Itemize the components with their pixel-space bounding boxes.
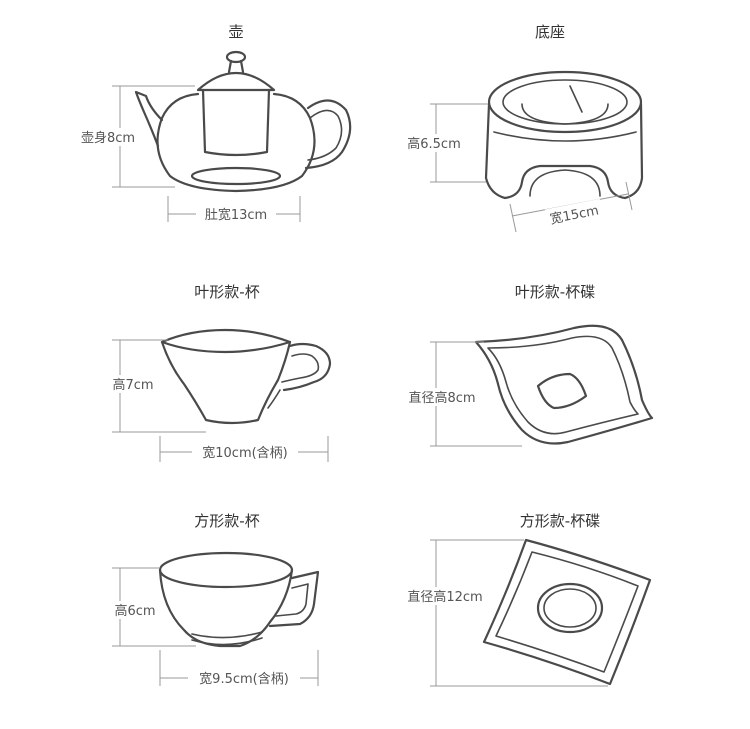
leaf-saucer-diameter-dimension: 直径高8cm xyxy=(398,341,522,447)
square-saucer-title: 方形款-杯碟 xyxy=(520,512,600,530)
leaf-saucer-diameter-label: 直径高8cm xyxy=(408,390,475,406)
square-cup-width-dimension: 宽9.5cm(含柄) xyxy=(159,650,319,687)
teapot-icon xyxy=(134,50,352,193)
teapot-height-dimension: 壶身8cm xyxy=(74,85,195,188)
square-cup-height-dimension: 高6cm xyxy=(108,567,196,647)
teapot-height-label: 壶身8cm xyxy=(81,130,135,146)
base-title: 底座 xyxy=(535,23,565,41)
square-saucer-panel: 方形款-杯碟 直径高12cm xyxy=(398,512,652,687)
leaf-cup-height-dimension: 高7cm xyxy=(106,339,206,433)
teapot-width-dimension: 肚宽13cm xyxy=(167,196,301,223)
warmer-base-icon xyxy=(484,70,644,200)
leaf-cup-height-label: 高7cm xyxy=(112,377,153,393)
square-cup-title: 方形款-杯 xyxy=(194,512,259,530)
leaf-cup-panel: 叶形款-杯 高7cm 宽10cm(含柄) xyxy=(106,283,332,462)
base-panel: 底座 高6.5cm 宽15cm xyxy=(398,23,644,233)
square-saucer-icon xyxy=(482,538,652,686)
base-height-label: 高6.5cm xyxy=(407,136,461,152)
teapot-title: 壶 xyxy=(228,23,243,41)
teapot-panel: 壶 壶身8cm xyxy=(74,23,352,223)
leaf-saucer-icon xyxy=(474,324,654,445)
square-cup-height-label: 高6cm xyxy=(114,603,155,619)
square-saucer-diameter-dimension: 直径高12cm xyxy=(398,539,608,687)
base-height-dimension: 高6.5cm xyxy=(398,103,488,183)
leaf-cup-icon xyxy=(160,328,332,425)
leaf-cup-title: 叶形款-杯 xyxy=(194,283,259,301)
leaf-cup-width-label: 宽10cm(含柄) xyxy=(202,445,288,461)
square-cup-panel: 方形款-杯 高6cm 宽9.5cm(含柄) xyxy=(108,512,320,687)
leaf-saucer-title: 叶形款-杯碟 xyxy=(515,283,595,301)
leaf-saucer-panel: 叶形款-杯碟 直径高8cm xyxy=(398,283,654,447)
square-cup-icon xyxy=(158,551,320,648)
leaf-cup-width-dimension: 宽10cm(含柄) xyxy=(159,436,329,462)
square-cup-width-label: 宽9.5cm(含柄) xyxy=(199,671,289,687)
teapot-width-label: 肚宽13cm xyxy=(205,207,267,223)
square-saucer-diameter-label: 直径高12cm xyxy=(407,589,482,605)
base-width-dimension: 宽15cm xyxy=(509,181,633,233)
